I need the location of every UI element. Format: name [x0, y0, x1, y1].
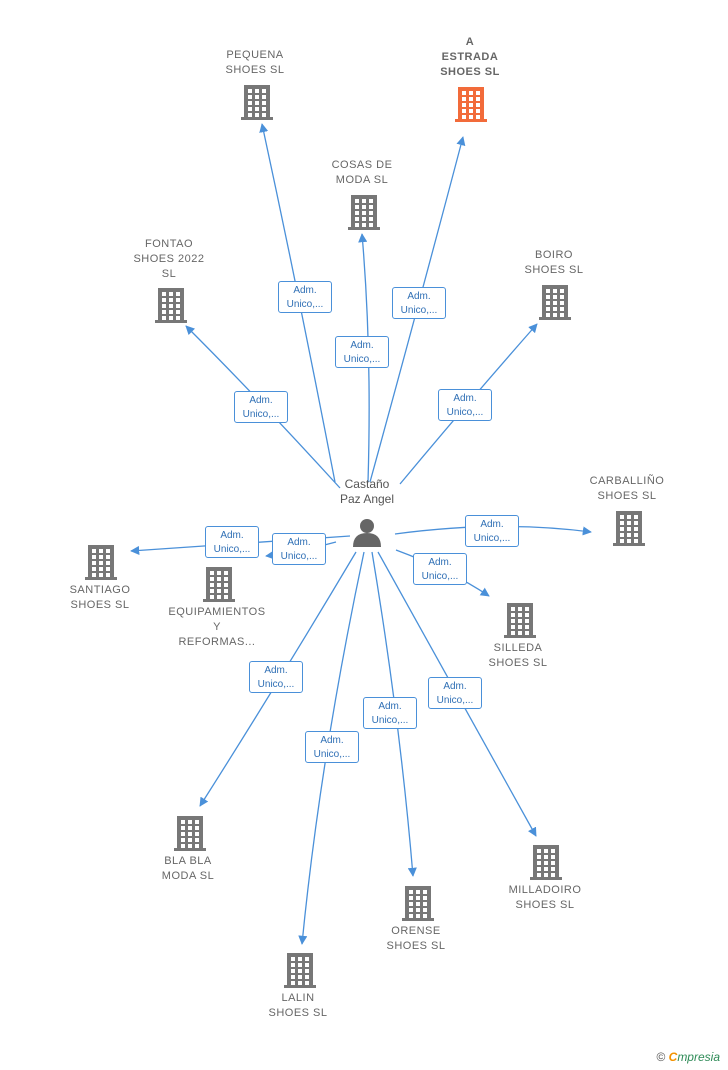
- buildings-layer: [85, 85, 645, 988]
- company-name-equipamientos[interactable]: EQUIPAMIENTOS Y REFORMAS...: [168, 606, 266, 648]
- person-body: [353, 533, 381, 547]
- role-label-lalin[interactable]: Adm. Unico,...: [305, 731, 359, 763]
- role-label-santiago[interactable]: Adm. Unico,...: [205, 526, 259, 558]
- company-name-carballino[interactable]: CARBALLIÑO SHOES SL: [589, 475, 665, 502]
- copyright-icon: ©: [656, 1050, 666, 1064]
- building-icon-pequena[interactable]: [241, 85, 273, 120]
- building-icon-santiago[interactable]: [85, 545, 117, 580]
- company-name-milladoiro[interactable]: MILLADOIRO SHOES SL: [508, 884, 582, 911]
- company-name-lalin[interactable]: LALIN SHOES SL: [268, 992, 328, 1019]
- building-icon-boiro[interactable]: [539, 285, 571, 320]
- company-name-a-estrada[interactable]: A ESTRADA SHOES SL: [440, 36, 500, 78]
- role-label-equipamientos[interactable]: Adm. Unico,...: [272, 533, 326, 565]
- building-icon-silleda[interactable]: [504, 603, 536, 638]
- company-name-pequena[interactable]: PEQUENA SHOES SL: [225, 49, 285, 76]
- role-label-a-estrada[interactable]: Adm. Unico,...: [392, 287, 446, 319]
- person-head: [360, 519, 374, 533]
- footer-brand: © Cmpresia: [656, 1050, 720, 1064]
- company-name-cosas-de-moda[interactable]: COSAS DE MODA SL: [331, 159, 393, 186]
- company-name-bla-bla[interactable]: BLA BLA MODA SL: [161, 855, 215, 882]
- company-name-silleda[interactable]: SILLEDA SHOES SL: [488, 642, 548, 669]
- company-name-boiro[interactable]: BOIRO SHOES SL: [524, 249, 584, 276]
- building-icon-cosas-de-moda[interactable]: [348, 195, 380, 230]
- building-icon-lalin[interactable]: [284, 953, 316, 988]
- company-name-santiago[interactable]: SANTIAGO SHOES SL: [69, 584, 131, 611]
- building-icon-orense[interactable]: [402, 886, 434, 921]
- role-label-milladoiro[interactable]: Adm. Unico,...: [428, 677, 482, 709]
- role-label-fontao[interactable]: Adm. Unico,...: [234, 391, 288, 423]
- role-label-boiro[interactable]: Adm. Unico,...: [438, 389, 492, 421]
- company-name-fontao[interactable]: FONTAO SHOES 2022 SL: [133, 238, 205, 280]
- role-label-orense[interactable]: Adm. Unico,...: [363, 697, 417, 729]
- brand-initial: C: [668, 1050, 678, 1064]
- building-icon-milladoiro[interactable]: [530, 845, 562, 880]
- role-label-bla-bla[interactable]: Adm. Unico,...: [249, 661, 303, 693]
- company-name-orense[interactable]: ORENSE SHOES SL: [386, 925, 446, 952]
- brand-name: mpresia: [677, 1050, 720, 1064]
- role-label-silleda[interactable]: Adm. Unico,...: [413, 553, 467, 585]
- building-icon-a-estrada[interactable]: [455, 87, 487, 122]
- role-label-carballino[interactable]: Adm. Unico,...: [465, 515, 519, 547]
- center-person-name[interactable]: Castaño Paz Angel: [339, 477, 395, 506]
- building-icon-bla-bla[interactable]: [174, 816, 206, 851]
- building-icon-fontao[interactable]: [155, 288, 187, 323]
- role-label-cosas-de-moda[interactable]: Adm. Unico,...: [335, 336, 389, 368]
- role-label-pequena[interactable]: Adm. Unico,...: [278, 281, 332, 313]
- building-icon-equipamientos[interactable]: [203, 567, 235, 602]
- building-icon-carballino[interactable]: [613, 511, 645, 546]
- person-icon[interactable]: [353, 519, 381, 547]
